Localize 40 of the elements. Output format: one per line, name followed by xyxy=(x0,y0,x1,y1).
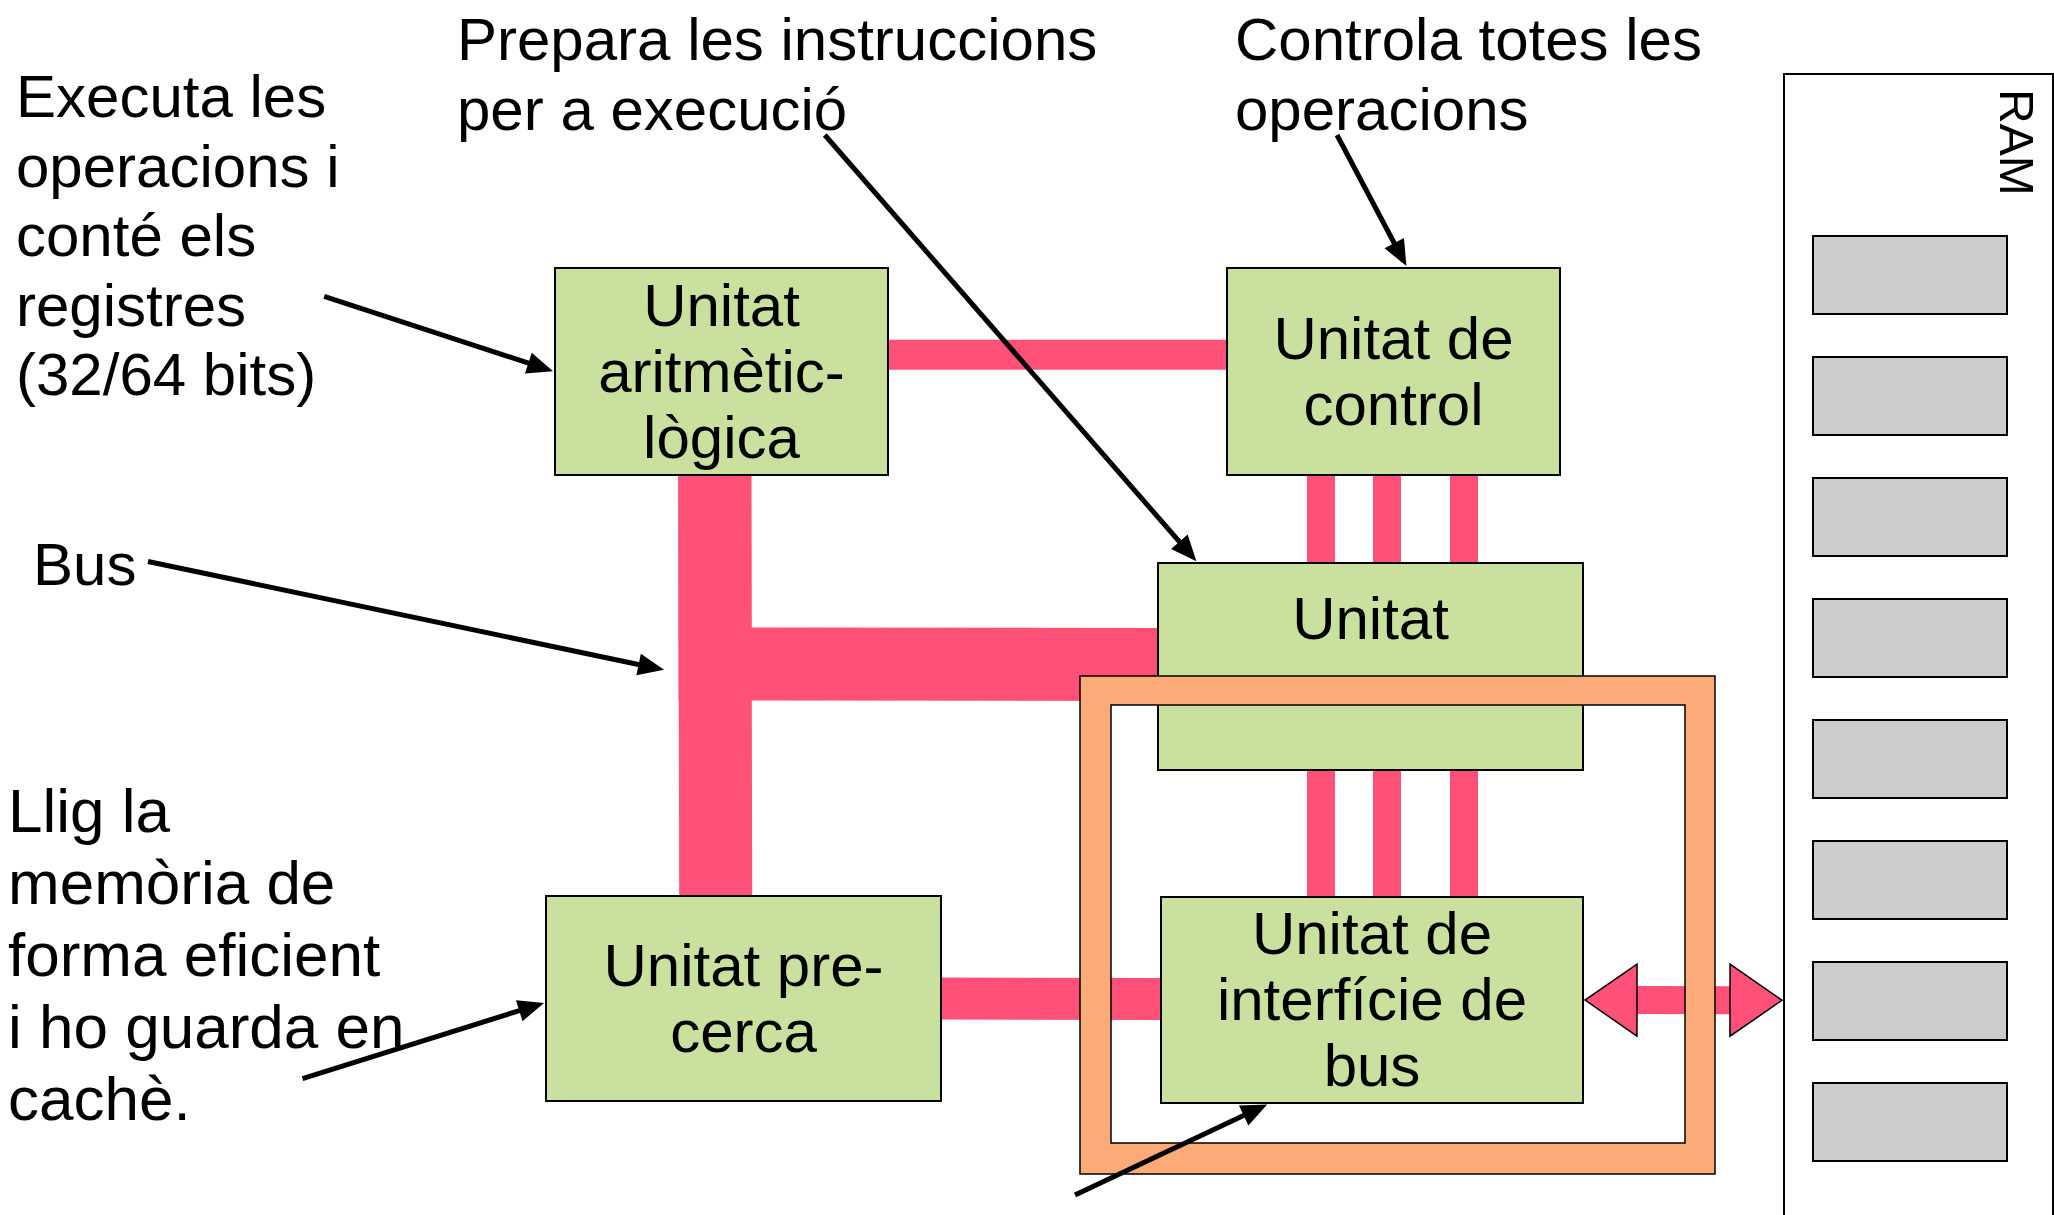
memory-slot xyxy=(1812,961,2008,1041)
ram-label: RAM xyxy=(1992,89,2040,196)
unit-label: Unitat xyxy=(1291,586,1450,652)
annotation-text: Bus xyxy=(33,530,148,600)
bus-connector xyxy=(1307,771,1335,896)
memory-slot xyxy=(1812,356,2008,436)
annotation-text: Executa les operacions i conté els registres (32/64 bits) xyxy=(16,62,351,410)
bus-connector xyxy=(1450,476,1478,562)
annotation-text: Controla totes les operacions xyxy=(1235,5,1745,145)
memory-slot xyxy=(1812,1082,2008,1162)
leader-arrow xyxy=(301,1000,545,1081)
memory-slot xyxy=(1812,235,2008,315)
unit-box xyxy=(1226,267,1561,476)
annotation-text: Prepara les instruccions per a execució xyxy=(457,5,1147,145)
unit-label: Unitat de control xyxy=(1272,305,1515,438)
ram-module xyxy=(1783,73,2054,1215)
bus-connector xyxy=(889,339,1226,370)
unit-label: Unitat pre-cerca xyxy=(602,932,885,1065)
leader-arrow xyxy=(822,133,1197,562)
bus-connector xyxy=(1307,476,1335,562)
annotation-text: Llig la memòria de forma eficient i ho guarda en cachè. xyxy=(8,775,406,1135)
unit-label: Unitat aritmètic-lògica xyxy=(597,272,846,471)
leader-arrow xyxy=(1334,133,1407,267)
bus-connector xyxy=(1450,771,1478,896)
bus-connector xyxy=(941,977,1161,1020)
unit-box xyxy=(545,895,942,1102)
unit-label: Unitat de interfície de bus xyxy=(1215,901,1529,1099)
bus-connector xyxy=(1373,476,1401,562)
leader-arrow xyxy=(147,559,665,676)
bus-connector xyxy=(678,475,1158,701)
memory-slot xyxy=(1812,840,2008,920)
memory-slot xyxy=(1812,719,2008,799)
leader-arrow xyxy=(323,293,554,374)
unit-box xyxy=(554,267,889,476)
bus-connector xyxy=(1373,771,1401,896)
memory-slot xyxy=(1812,598,2008,678)
bus-double-arrow xyxy=(1584,963,1783,1037)
leader-arrow xyxy=(1073,1104,1268,1198)
unit-box xyxy=(1160,896,1584,1104)
memory-slot xyxy=(1812,477,2008,557)
